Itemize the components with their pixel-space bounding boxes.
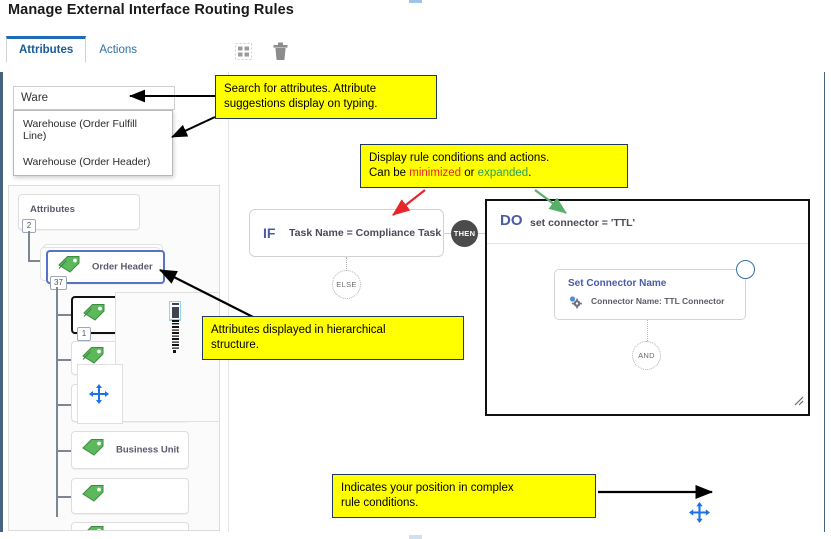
- do-action-box[interactable]: DO set connector = 'TTL' Set Connector N…: [485, 199, 810, 416]
- if-keyword: IF: [263, 225, 276, 241]
- suggestion-item[interactable]: Warehouse (Order Header): [23, 156, 151, 168]
- callout-expanded: expanded: [477, 167, 529, 179]
- flow-connector: [478, 233, 486, 234]
- tab-actions-label: Actions: [99, 44, 138, 56]
- window-top-marker: [409, 0, 422, 3]
- tree-node-partial[interactable]: [71, 478, 189, 514]
- tab-attributes-label: Attributes: [19, 44, 74, 56]
- tree-node-label: Order Header: [92, 261, 153, 273]
- callout-line: Attributes displayed in hierarchical: [211, 324, 386, 336]
- tree-connector: [28, 231, 30, 261]
- rule-designer-canvas[interactable]: IF Task Name = Compliance Task THEN ELSE…: [228, 72, 825, 532]
- tag-icon: [82, 484, 105, 508]
- tree-connector: [56, 496, 72, 498]
- callout-post: .: [528, 167, 532, 179]
- do-action-text: set connector = 'TTL': [530, 217, 636, 229]
- tree-connector: [56, 359, 72, 361]
- tree-root-label: Attributes: [30, 204, 75, 215]
- grid-icon[interactable]: [233, 40, 253, 62]
- callout-rule-note: Display rule conditions and actions. Can…: [360, 144, 628, 188]
- tree-node-badge[interactable]: 37: [50, 276, 67, 290]
- if-condition-box[interactable]: IF Task Name = Compliance Task: [249, 209, 444, 257]
- tag-icon: [58, 255, 81, 279]
- window-bottom-marker: [409, 535, 422, 539]
- tree-node-bu[interactable]: Bu: [71, 522, 189, 530]
- tag-icon: [82, 346, 105, 370]
- tree-connector: [56, 404, 72, 406]
- do-keyword: DO: [500, 212, 523, 229]
- panel-left-edge: [0, 72, 3, 532]
- tab-attributes[interactable]: Attributes: [6, 36, 87, 63]
- action-card-detail: Connector Name: TTL Connector: [591, 296, 725, 306]
- suggestion-item[interactable]: Warehouse (Order Fulfill Line): [23, 118, 137, 142]
- tree-node-badge[interactable]: 1: [77, 327, 91, 341]
- callout-line: Search for attributes. Attribute: [224, 83, 377, 95]
- tree-connector: [56, 450, 72, 452]
- else-node[interactable]: ELSE: [332, 270, 361, 299]
- tag-icon: [83, 303, 106, 327]
- tag-icon: [82, 525, 105, 530]
- callout-tree-note: Attributes displayed in hierarchical str…: [202, 316, 464, 360]
- callout-minimized: minimized: [409, 167, 462, 179]
- toolbar-icon-group: [233, 40, 290, 62]
- callout-minimap-note: Indicates your position in complex rule …: [332, 474, 596, 518]
- callout-search-note: Search for attributes. Attribute suggesti…: [215, 75, 437, 119]
- tree-drag-preview[interactable]: [77, 364, 123, 424]
- do-header: DO set connector = 'TTL': [487, 201, 808, 244]
- search-suggestions-list: Warehouse (Order Fulfill Line) Warehouse…: [13, 110, 173, 176]
- action-handle-circle[interactable]: [736, 260, 755, 279]
- tab-actions[interactable]: Actions: [86, 36, 150, 63]
- callout-line-2: Can be minimized or expanded.: [369, 166, 619, 181]
- else-connector: [346, 257, 347, 271]
- if-condition-text: Task Name = Compliance Task: [289, 227, 442, 239]
- tree-connector: [56, 287, 58, 517]
- callout-line: Display rule conditions and actions.: [369, 152, 550, 164]
- flow-connector: [444, 233, 452, 234]
- toolbar: Attributes Actions: [0, 36, 831, 100]
- trash-icon[interactable]: [270, 40, 290, 62]
- move-cursor-icon: [89, 384, 109, 409]
- callout-pre: Can be: [369, 167, 410, 179]
- attribute-tree-panel[interactable]: Attributes 2 Order Header 37: [8, 185, 220, 531]
- and-connector: [647, 320, 648, 341]
- action-card-set-connector-name[interactable]: Set Connector Name Connec: [554, 260, 755, 320]
- resize-handle-icon[interactable]: [793, 393, 804, 411]
- and-node[interactable]: AND: [632, 341, 661, 370]
- callout-line: structure.: [211, 339, 259, 351]
- callout-mid: or: [461, 167, 478, 179]
- tab-bar: Attributes Actions: [6, 36, 150, 63]
- search-input[interactable]: [13, 86, 175, 110]
- barcode-scroll-indicator: [168, 300, 182, 360]
- callout-line: Indicates your position in complex: [341, 482, 514, 494]
- tag-icon: [82, 438, 105, 462]
- page-title: Manage External Interface Routing Rules: [8, 2, 294, 18]
- tree-node-label: Business Unit: [116, 444, 180, 456]
- tree-connector: [28, 260, 46, 262]
- then-node[interactable]: THEN: [451, 220, 478, 247]
- callout-line: rule conditions.: [341, 497, 419, 509]
- tree-root-card[interactable]: Attributes: [18, 194, 140, 230]
- gear-icon: [568, 294, 584, 315]
- tree-connector: [56, 314, 72, 316]
- action-card-title: Set Connector Name: [568, 278, 667, 289]
- callout-line: suggestions display on typing.: [224, 98, 378, 110]
- tree-node-business-unit[interactable]: Business Unit: [71, 431, 189, 469]
- move-cursor-icon: [689, 502, 710, 528]
